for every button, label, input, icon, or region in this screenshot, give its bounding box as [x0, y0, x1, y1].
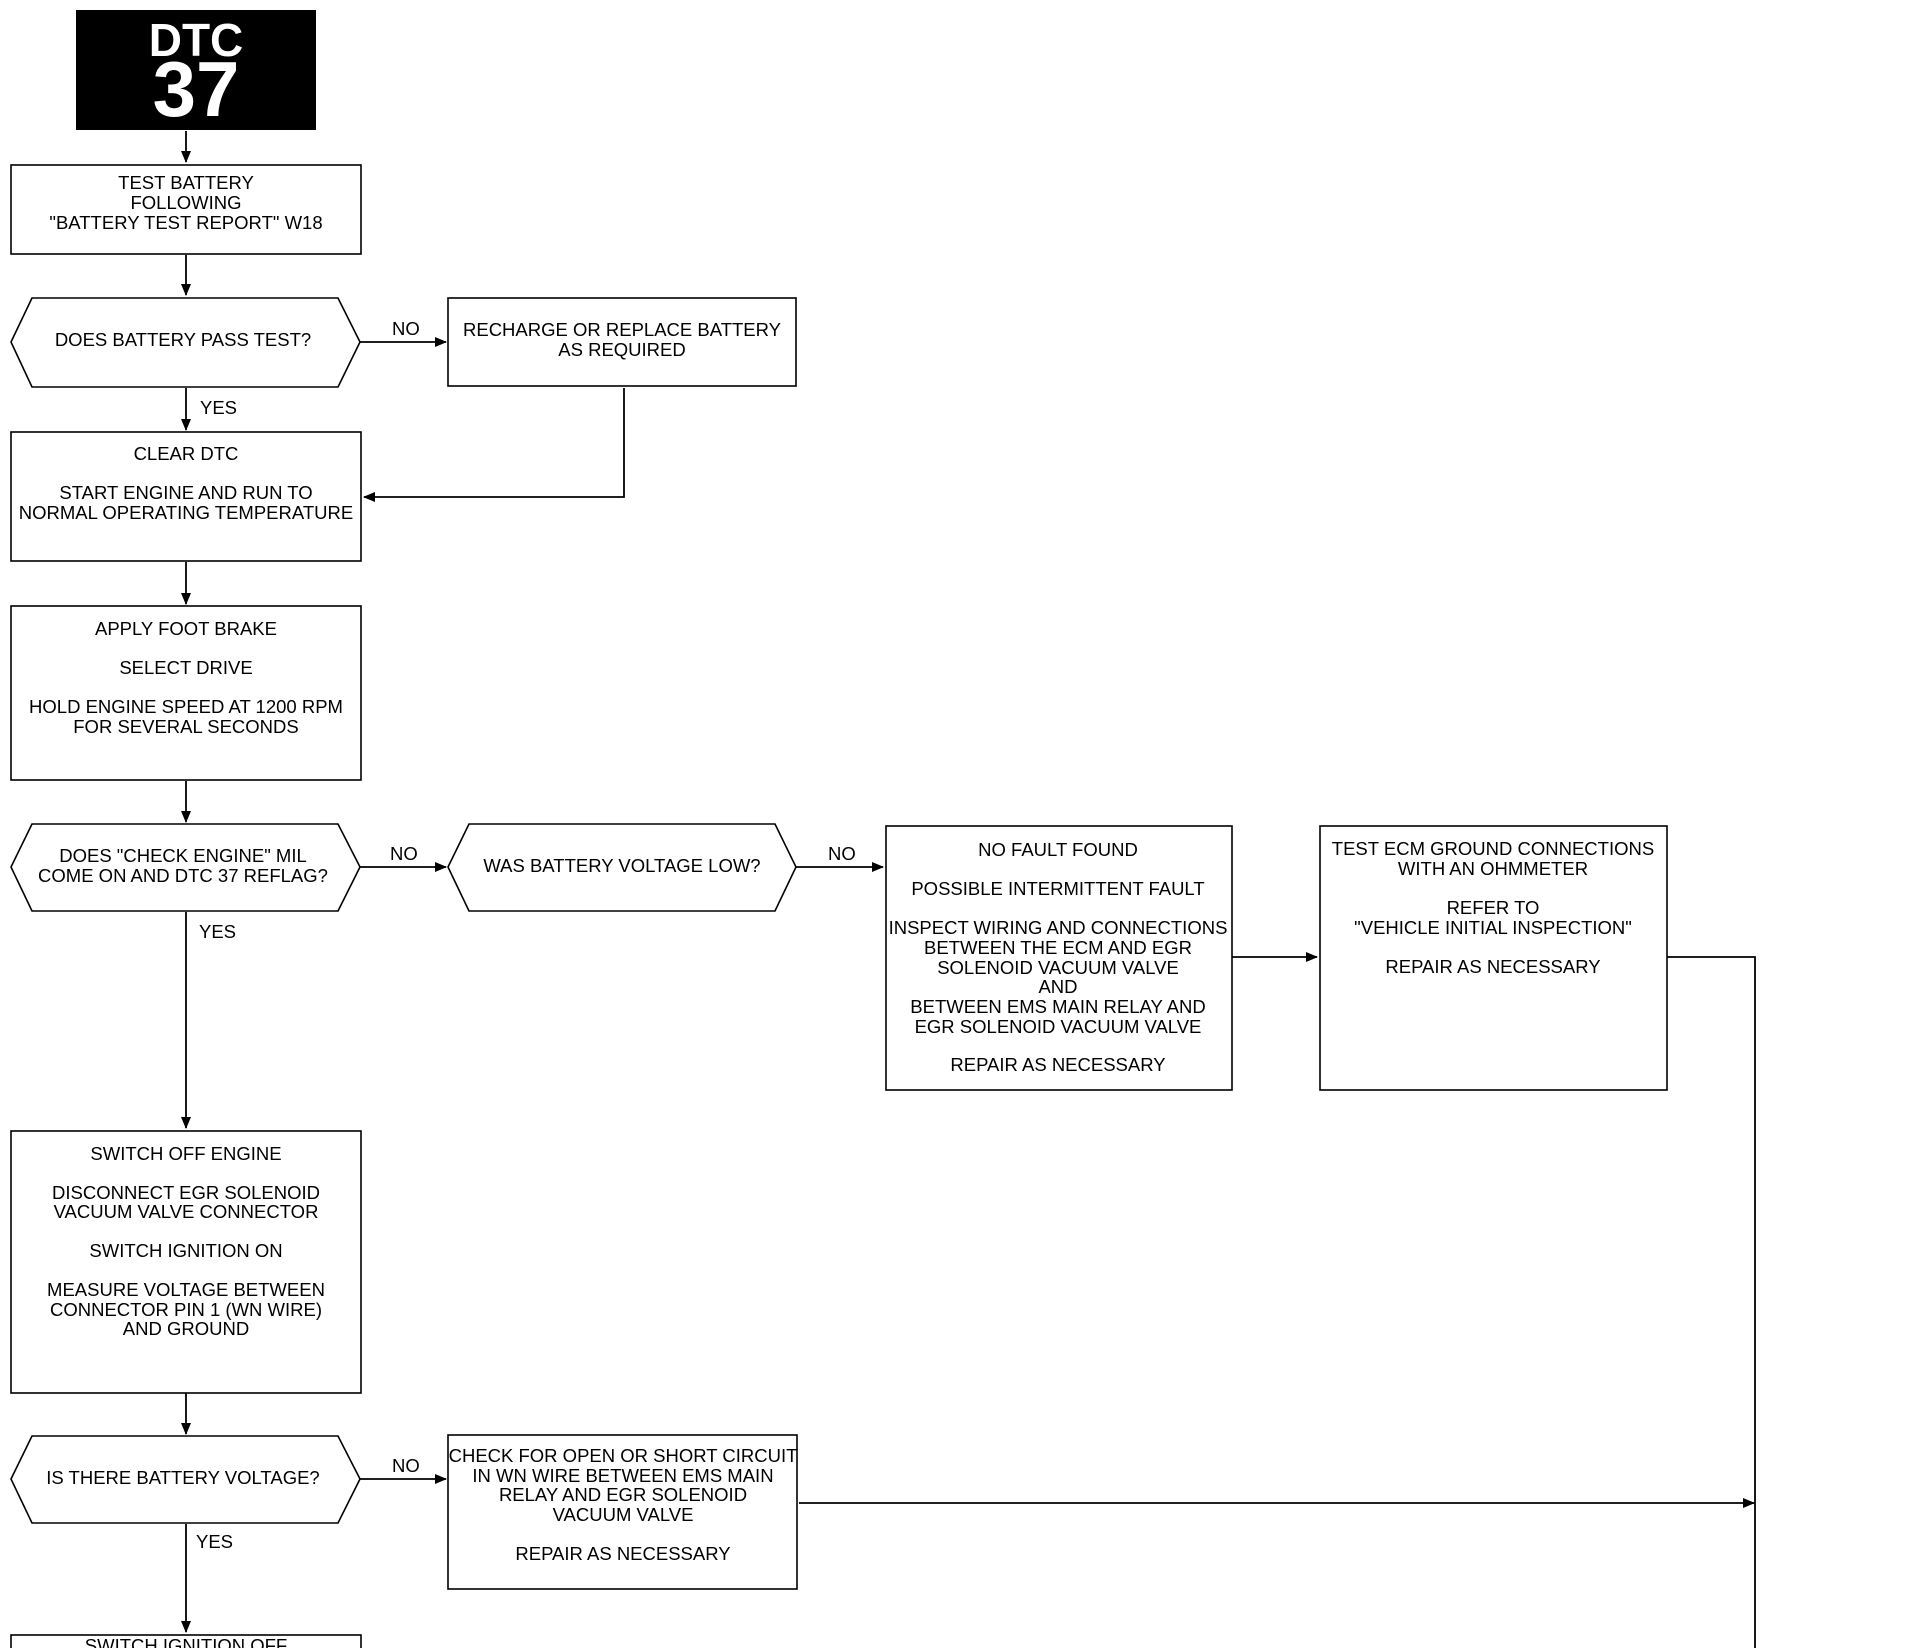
- node-text: REPAIR AS NECESSARY: [950, 1054, 1165, 1075]
- node-text: WITH AN OHMMETER: [1398, 858, 1588, 879]
- edge-label-no: NO: [392, 318, 420, 339]
- node-text: NORMAL OPERATING TEMPERATURE: [19, 502, 353, 523]
- node-text: SWITCH OFF ENGINE: [90, 1143, 281, 1164]
- process-box: [885, 825, 1233, 1091]
- node-text: "VEHICLE INITIAL INSPECTION": [1354, 917, 1632, 938]
- decision-box: [10, 823, 361, 912]
- node-test-battery: TEST BATTERY FOLLOWING "BATTERY TEST REP…: [10, 164, 362, 255]
- node-text: IS THERE BATTERY VOLTAGE?: [46, 1467, 319, 1488]
- node-text: VACUUM VALVE CONNECTOR: [54, 1201, 319, 1222]
- node-text: FOR SEVERAL SECONDS: [73, 716, 298, 737]
- node-text: SELECT DRIVE: [119, 657, 252, 678]
- node-ecm-ground: TEST ECM GROUND CONNECTIONS WITH AN OHMM…: [1319, 825, 1668, 1091]
- node-text: TEST ECM GROUND CONNECTIONS: [1332, 838, 1654, 859]
- process-box: [10, 431, 362, 562]
- edge-label-no: NO: [392, 1455, 420, 1476]
- decision-box: [10, 1435, 361, 1524]
- node-recharge: RECHARGE OR REPLACE BATTERY AS REQUIRED: [447, 297, 797, 387]
- node-text: VACUUM VALVE: [553, 1504, 694, 1525]
- connectors: [181, 131, 1756, 1648]
- node-text: AND GROUND: [123, 1318, 249, 1339]
- decision-box: [10, 297, 361, 388]
- edge-label-yes: YES: [196, 1531, 233, 1552]
- process-box: [1319, 825, 1668, 1091]
- node-text: BETWEEN THE ECM AND EGR: [924, 937, 1192, 958]
- node-text: APPLY FOOT BRAKE: [95, 618, 277, 639]
- node-text: DISCONNECT EGR SOLENOID: [52, 1182, 320, 1203]
- process-box: [10, 1634, 362, 1648]
- node-text: COME ON AND DTC 37 REFLAG?: [38, 865, 328, 886]
- node-text: REFER TO: [1447, 897, 1540, 918]
- node-text: DOES "CHECK ENGINE" MIL: [59, 845, 307, 866]
- node-text: AND: [1038, 976, 1077, 997]
- node-text: "BATTERY TEST REPORT" W18: [49, 212, 322, 233]
- node-text: POSSIBLE INTERMITTENT FAULT: [911, 878, 1204, 899]
- node-text: START ENGINE AND RUN TO: [59, 482, 312, 503]
- edge-labels: NO YES NO NO YES NO YES: [196, 318, 856, 1552]
- node-text: AS REQUIRED: [558, 339, 685, 360]
- node-text: CHECK FOR OPEN OR SHORT CIRCUIT: [449, 1445, 798, 1466]
- connector-ecm-return: [1667, 956, 1756, 1648]
- dtc-header-title: DTC: [149, 14, 244, 66]
- node-text: REPAIR AS NECESSARY: [1385, 956, 1600, 977]
- decision-box: [447, 823, 797, 912]
- node-text: BETWEEN EMS MAIN RELAY AND: [910, 996, 1205, 1017]
- node-voltage-low: WAS BATTERY VOLTAGE LOW?: [447, 823, 797, 912]
- node-text: CONNECTOR PIN 1 (WN WIRE): [50, 1299, 322, 1320]
- node-text: RECHARGE OR REPLACE BATTERY: [463, 319, 781, 340]
- node-text: NO FAULT FOUND: [978, 839, 1138, 860]
- node-text: SWITCH IGNITION OFF: [85, 1635, 287, 1648]
- node-text: RELAY AND EGR SOLENOID: [499, 1484, 747, 1505]
- node-battery-pass: DOES BATTERY PASS TEST?: [10, 297, 361, 388]
- node-clear-dtc: CLEAR DTC START ENGINE AND RUN TO NORMAL…: [10, 431, 362, 562]
- node-text: HOLD ENGINE SPEED AT 1200 RPM: [29, 696, 343, 717]
- dtc-header-number: 37: [153, 45, 240, 133]
- node-text: IN WN WIRE BETWEEN EMS MAIN: [472, 1465, 773, 1486]
- node-no-fault: NO FAULT FOUND POSSIBLE INTERMITTENT FAU…: [885, 825, 1233, 1091]
- node-text: SOLENOID VACUUM VALVE: [937, 957, 1179, 978]
- node-foot-brake: APPLY FOOT BRAKE SELECT DRIVE HOLD ENGIN…: [10, 605, 362, 781]
- node-check-open: CHECK FOR OPEN OR SHORT CIRCUIT IN WN WI…: [447, 1434, 798, 1590]
- process-box: [447, 297, 797, 387]
- node-switch-ign-off: SWITCH IGNITION OFF: [10, 1634, 362, 1648]
- process-box: [10, 1130, 362, 1394]
- node-text: SWITCH IGNITION ON: [89, 1240, 282, 1261]
- process-box: [10, 164, 362, 255]
- edge-label-yes: YES: [199, 921, 236, 942]
- dtc-header: DTC 37: [76, 10, 316, 133]
- node-text: DOES BATTERY PASS TEST?: [55, 329, 311, 350]
- node-text: FOLLOWING: [130, 192, 241, 213]
- node-text: MEASURE VOLTAGE BETWEEN: [47, 1279, 325, 1300]
- edge-label-yes: YES: [200, 397, 237, 418]
- process-box: [10, 605, 362, 781]
- node-switch-off: SWITCH OFF ENGINE DISCONNECT EGR SOLENOI…: [10, 1130, 362, 1394]
- node-mil-reflag: DOES "CHECK ENGINE" MIL COME ON AND DTC …: [10, 823, 361, 912]
- node-battery-voltage: IS THERE BATTERY VOLTAGE?: [10, 1435, 361, 1524]
- node-text: WAS BATTERY VOLTAGE LOW?: [483, 855, 760, 876]
- connector-recharge-clear: [363, 388, 625, 502]
- node-text: EGR SOLENOID VACUUM VALVE: [915, 1016, 1202, 1037]
- node-text: CLEAR DTC: [134, 443, 239, 464]
- node-text: TEST BATTERY: [118, 172, 254, 193]
- process-box: [447, 1434, 798, 1590]
- node-text: INSPECT WIRING AND CONNECTIONS: [889, 917, 1228, 938]
- edge-label-no: NO: [828, 843, 856, 864]
- dtc-header-block: [76, 10, 316, 130]
- edge-label-no: NO: [390, 843, 418, 864]
- node-text: REPAIR AS NECESSARY: [515, 1543, 730, 1564]
